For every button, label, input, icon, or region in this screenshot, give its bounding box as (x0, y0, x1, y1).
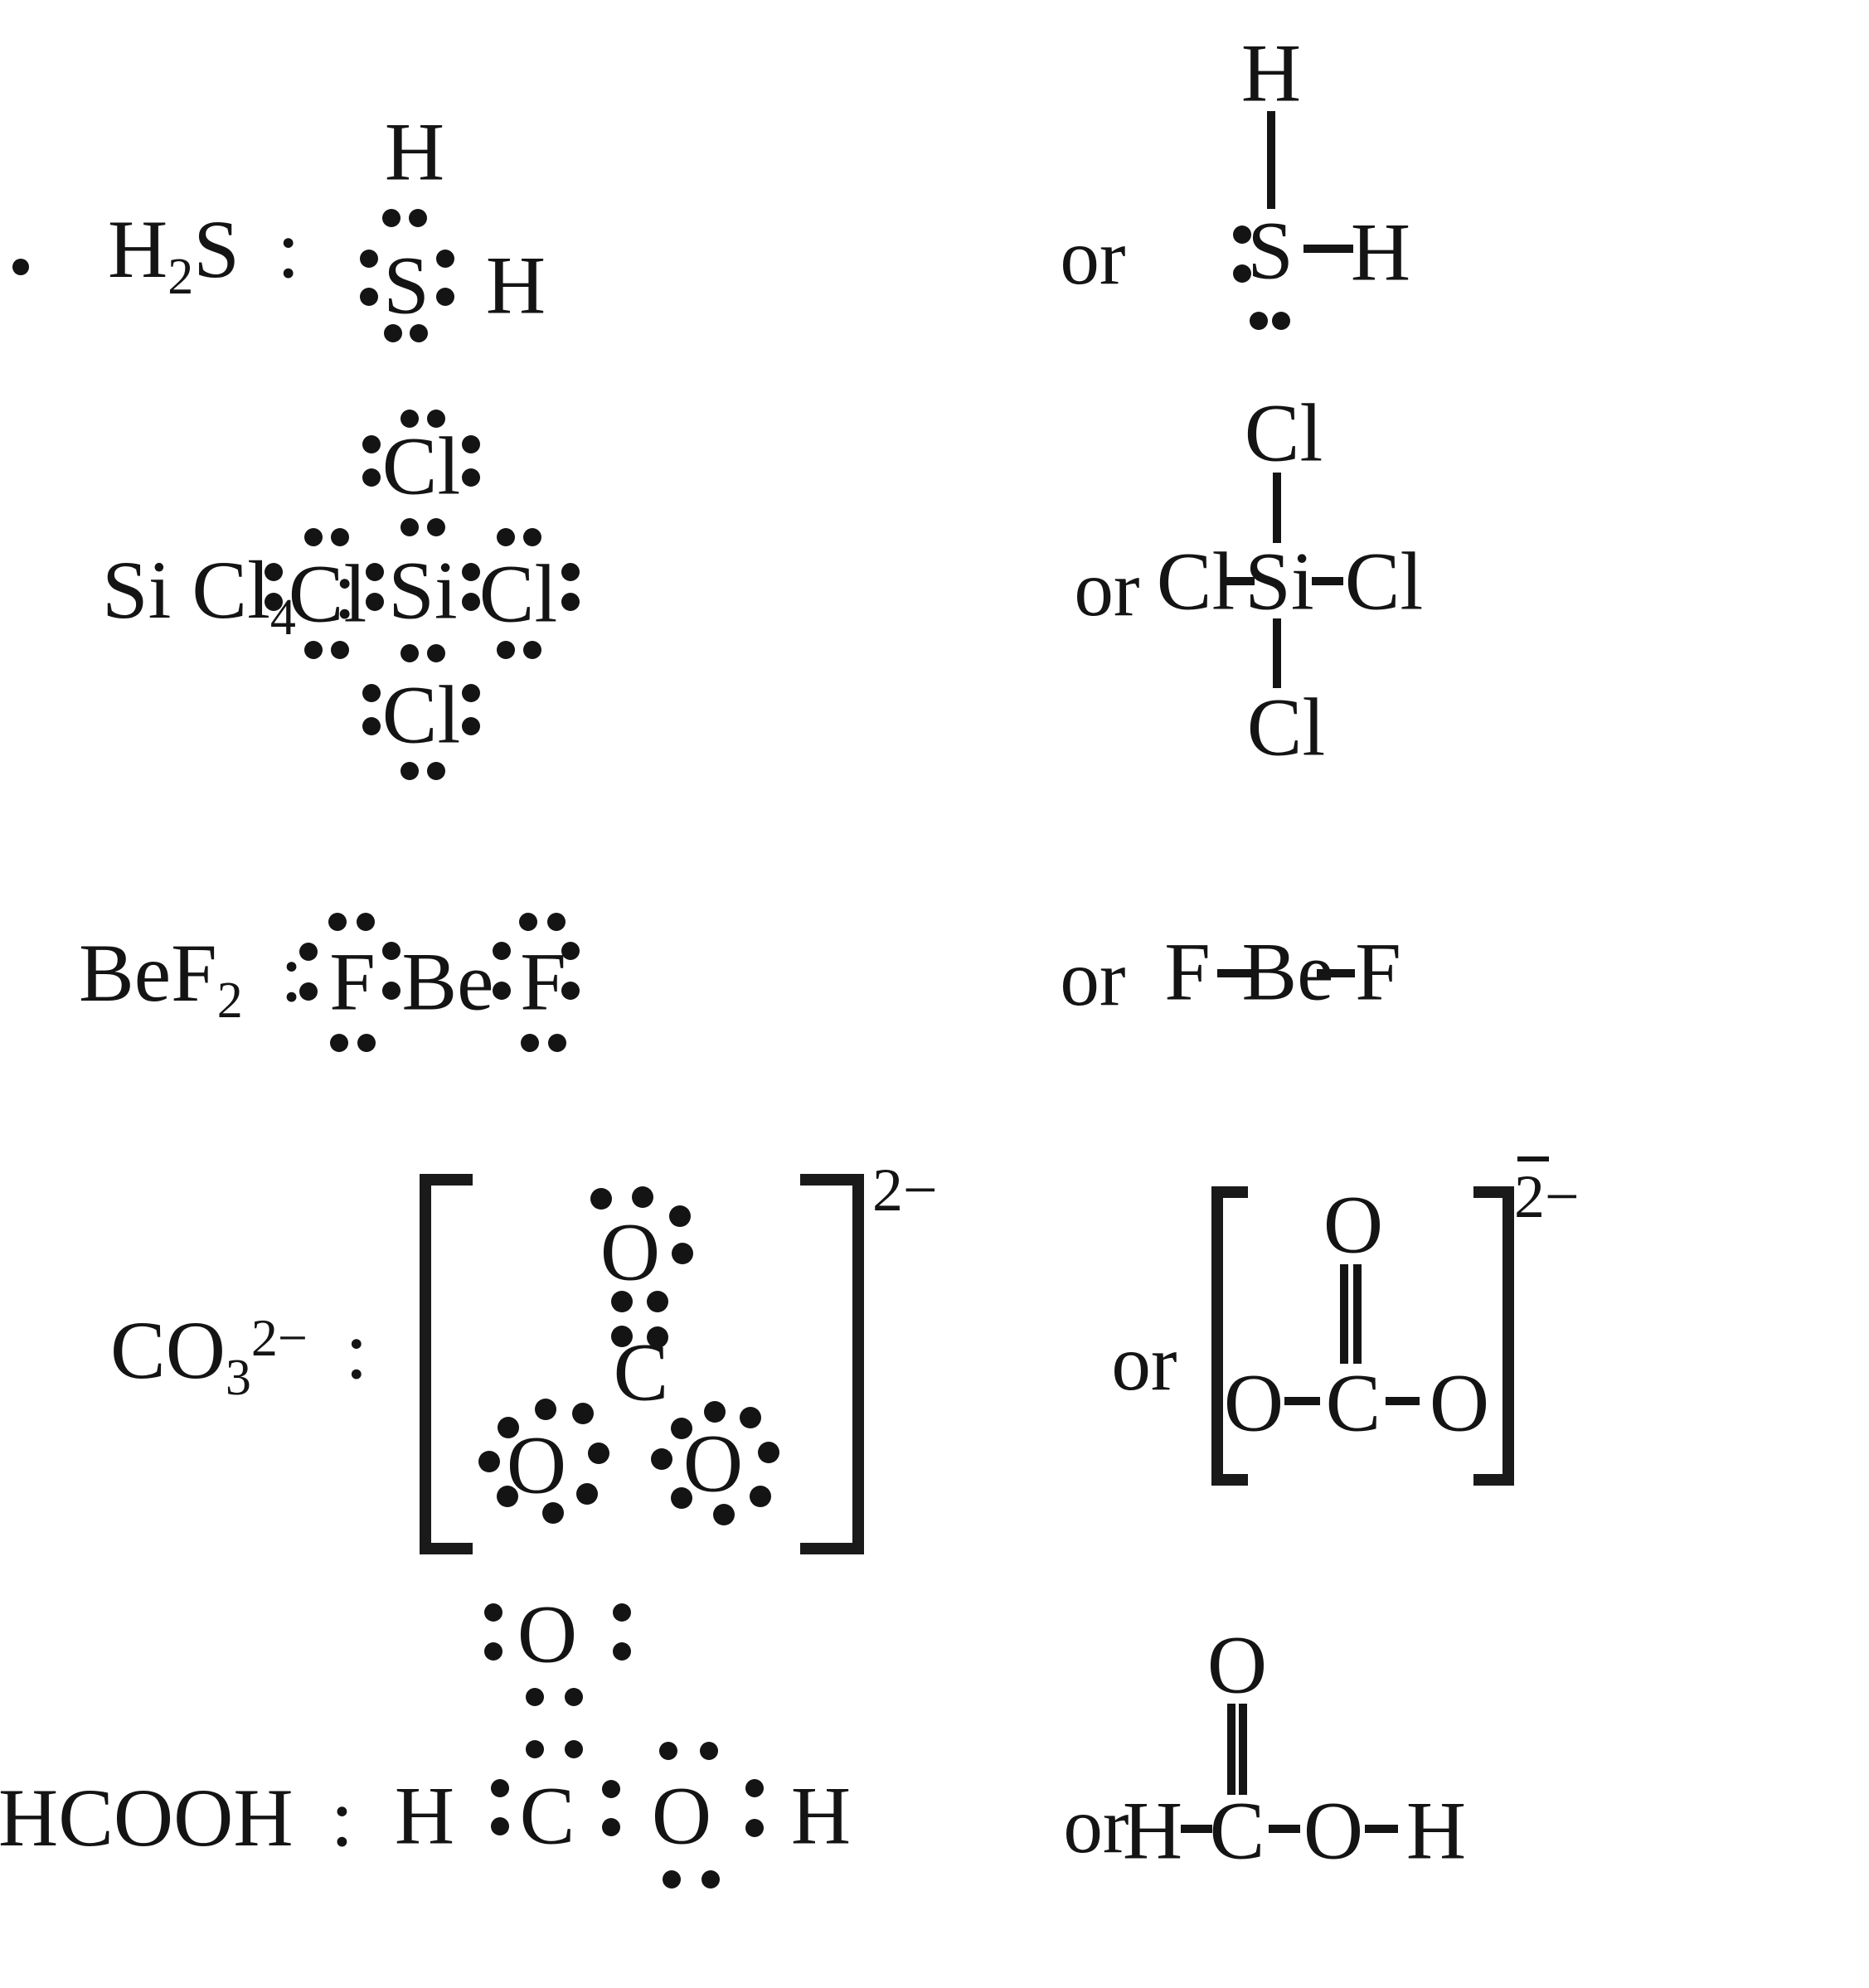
formula-segment: HCOOH (0, 1772, 294, 1864)
formula-label-h2s: H2S: (108, 208, 300, 303)
atom-c: C (1210, 1785, 1265, 1877)
formula-segment: H (108, 203, 168, 296)
atom-cl: Cl (1245, 387, 1323, 479)
formula-segment: CO (110, 1304, 226, 1397)
right-bracket (1473, 1186, 1514, 1486)
or-label: or (1111, 1319, 1177, 1407)
formula-subscript: 2 (216, 972, 243, 1029)
hcooh-structural-formula: O H C O H (1123, 1619, 1466, 1877)
h2s-lewis-structure: H S H (360, 106, 546, 342)
formula-segment: S (193, 203, 240, 296)
atom-h: H (486, 240, 546, 332)
sicl4-lewis-structure: Cl Cl Si Cl Cl (265, 410, 580, 780)
hcooh-lewis-structure: O H C O H (395, 1588, 851, 1889)
atom-s: S (383, 240, 430, 332)
atom-o: O (517, 1588, 577, 1680)
atom-cl: Cl (1157, 536, 1235, 628)
bef2-structural-formula: F Be F (1164, 926, 1401, 1018)
atom-cl: Cl (479, 548, 557, 640)
atom-cl: Cl (382, 669, 460, 761)
formula-segment: Si Cl (102, 544, 270, 637)
atom-be: Be (1241, 926, 1333, 1018)
colon-separator: : (345, 1304, 368, 1397)
atom-h: H (385, 106, 444, 198)
atom-si: Si (1245, 536, 1313, 628)
formula-label-hcooh: HCOOH: (0, 1777, 353, 1860)
formula-superscript-charge: 2− (250, 1308, 308, 1368)
atom-c: C (520, 1770, 575, 1862)
atom-cl: Cl (382, 420, 460, 512)
formula-label-bef2: BeF2: (79, 932, 303, 1026)
colon-separator: : (276, 203, 300, 296)
electron-dots (265, 410, 580, 780)
or-label: or (1060, 934, 1125, 1022)
formula-subscript: 2 (167, 248, 194, 305)
bef2-lewis-structure: F Be F (299, 913, 580, 1052)
h2s-structural-formula: H S H (1233, 27, 1410, 330)
atom-o: O (600, 1206, 660, 1298)
formula-segment: BeF (79, 927, 217, 1020)
colon-separator: : (333, 544, 357, 637)
colon-separator: : (279, 927, 303, 1020)
formula-subscript: 3 (225, 1349, 251, 1406)
list-bullet (12, 259, 29, 275)
formula-label-sicl4: Si Cl4: (102, 549, 357, 643)
formula-label-co3: CO32−: (110, 1309, 368, 1404)
atom-be: Be (401, 936, 493, 1028)
co3-structural-formula: 2− O O C O (1211, 1156, 1580, 1486)
atom-o: O (1207, 1619, 1267, 1711)
ion-charge: 2− (1514, 1163, 1580, 1231)
atom-o: O (1430, 1357, 1489, 1449)
electron-dots (299, 913, 580, 1052)
atom-o: O (1303, 1785, 1363, 1877)
atom-f: F (1355, 926, 1401, 1018)
sicl4-structural-formula: Cl Cl Si Cl Cl (1157, 387, 1423, 773)
electron-dots (478, 1186, 779, 1525)
atom-o: O (683, 1418, 743, 1510)
or-label: or (1060, 213, 1125, 301)
lone-pair-dots (1233, 225, 1290, 330)
left-bracket (420, 1174, 473, 1554)
atom-h: H (395, 1770, 454, 1862)
atom-h: H (791, 1770, 851, 1862)
left-bracket (1211, 1186, 1248, 1486)
atom-h: H (1241, 27, 1301, 119)
atom-cl: Cl (1345, 536, 1423, 628)
atom-s: S (1247, 205, 1294, 297)
atom-cl: Cl (289, 548, 367, 640)
atom-c: C (614, 1326, 669, 1418)
atom-o: O (507, 1419, 566, 1511)
atom-o: O (1323, 1179, 1383, 1271)
co3-lewis-structure: 2− O C O O (420, 1156, 938, 1554)
or-label: or (1074, 545, 1139, 633)
electron-dots (360, 209, 454, 342)
atom-f: F (329, 936, 376, 1028)
atom-h: H (1351, 206, 1410, 298)
atom-si: Si (388, 545, 457, 637)
atom-h: H (1123, 1785, 1182, 1877)
or-label: or (1063, 1782, 1129, 1869)
ion-charge: 2− (872, 1156, 938, 1224)
atom-o: O (652, 1770, 711, 1862)
atom-cl: Cl (1247, 681, 1325, 773)
colon-separator: : (330, 1772, 354, 1864)
electron-dots (484, 1603, 764, 1889)
atom-f: F (520, 936, 566, 1028)
atom-f: F (1164, 926, 1211, 1018)
atom-c: C (1326, 1357, 1381, 1449)
atom-o: O (1224, 1357, 1284, 1449)
right-bracket (800, 1174, 864, 1554)
atom-h: H (1406, 1785, 1466, 1877)
